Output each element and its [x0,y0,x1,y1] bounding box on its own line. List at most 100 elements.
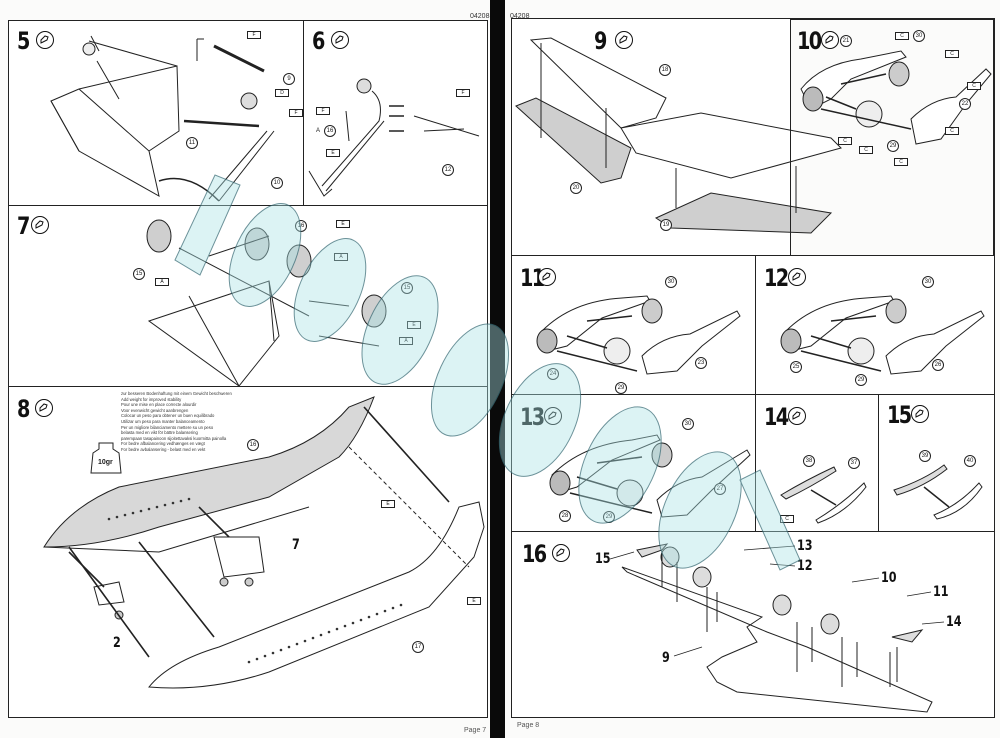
flag-marker: E [407,321,421,329]
part-callout: 26 [932,359,944,371]
part-callout: 10 [271,177,283,189]
step-number: 7 [17,212,30,240]
part-callout: 39 [919,450,931,462]
cement-tube-icon [788,268,806,286]
sub-label: A [316,128,321,134]
part-callout: 28 [559,510,571,522]
part-callout: 30 [665,276,677,288]
cement-tube-icon [821,31,839,49]
part-callout: 16 [324,125,336,137]
step-15-illustration [893,464,983,520]
flag-marker: C [838,137,852,145]
page-number: Page 7 [464,727,487,734]
part-callout: 30 [682,418,694,430]
flag-marker: C [894,158,908,166]
step-6-illustration [308,78,480,197]
subassembly-label: 9 [662,650,670,666]
subassembly-label: 12 [797,558,813,574]
flag-marker: F [456,89,470,97]
step-12-illustration [780,295,985,375]
weight-label: 10gr [98,459,113,466]
flag-marker: C [859,146,873,154]
cement-tube-icon [35,399,53,417]
part-callout: 12 [442,164,454,176]
part-callout: 37 [848,457,860,469]
step-10-panel: 10 [790,18,995,256]
weight-note: zur besseren Bodenhaftung mit einem Gewi… [121,391,232,452]
step-11-illustration [536,295,741,375]
part-callout: 30 [913,30,925,42]
flag-marker: C [945,127,959,135]
cement-tube-icon [615,31,633,49]
cement-tube-icon [788,407,806,425]
step-number: 16 [522,540,547,568]
page-number: Page 8 [517,722,540,729]
part-callout: 21 [840,35,852,47]
flag-marker: A [155,278,169,286]
flag-marker: F [289,109,303,117]
part-callout: 27 [714,483,726,495]
part-callout: 38 [803,455,815,467]
subassembly-label: 7 [292,537,300,553]
flag-marker: C [945,50,959,58]
step-12-panel: 12 30 25 26 29 [755,255,995,395]
cement-tube-icon [538,268,556,286]
step-8-illustration [43,396,485,689]
flag-marker: A [399,337,413,345]
part-callout: 29 [855,374,867,386]
part-callout: 9 [283,73,295,85]
part-callout: 22 [959,98,971,110]
part-callout: 29 [603,511,615,523]
step-number: 6 [312,27,325,55]
cement-tube-icon [331,31,349,49]
step-14-illustration [780,466,867,524]
part-callout: 24 [547,368,559,380]
part-callout: 30 [922,276,934,288]
cement-tube-icon [552,544,570,562]
step-number: 10 [797,27,822,55]
cement-tube-icon [31,216,49,234]
flag-marker: E [381,500,395,508]
part-callout: 18 [659,64,671,76]
part-callout: 23 [695,357,707,369]
flag-marker: D [275,89,289,97]
subassembly-label: 13 [797,538,813,554]
step-5-illustration [50,35,275,202]
part-callout: 16 [247,439,259,451]
step-number: 8 [17,395,30,423]
subassembly-label: 10 [881,570,897,586]
step-13-illustration [549,434,751,518]
step-13-panel: 13 30 28 27 29 [511,394,756,532]
step-number: 15 [887,401,912,429]
doc-number: 04208 [470,13,490,20]
part-callout: 19 [660,219,672,231]
flag-marker: E [336,220,350,228]
part-callout: 17 [412,641,424,653]
step-number: 9 [594,27,607,55]
flag-marker: A [334,253,348,261]
step-10-illustration [800,50,992,145]
part-callout: 11 [186,137,198,149]
step-15-panel: 15 39 40 [878,394,995,532]
step-14-panel: 14 38 37 C [755,394,879,532]
page-8: 04208 Page 8 9 18 20 19 10 [505,0,1000,738]
flag-marker: C [967,82,981,90]
flag-marker: F [247,31,261,39]
page-spine [490,0,505,738]
flag-marker: F [316,107,330,115]
subassembly-label: 15 [595,551,611,567]
flag-marker: E [326,149,340,157]
step-5-panel: 5 9 10 11 F D F [8,20,304,206]
flag-marker: C [895,32,909,40]
part-callout: 16 [295,220,307,232]
step-7-illustration [146,219,387,386]
step-number: 12 [764,264,789,292]
step-number: 5 [17,27,30,55]
cement-tube-icon [911,405,929,423]
page-7: 04208 Page 7 5 9 10 11 [0,0,490,738]
part-callout: 40 [964,455,976,467]
part-callout: 29 [887,140,899,152]
part-callout: 25 [790,361,802,373]
part-callout: 15 [133,268,145,280]
subassembly-label: 11 [933,584,949,600]
